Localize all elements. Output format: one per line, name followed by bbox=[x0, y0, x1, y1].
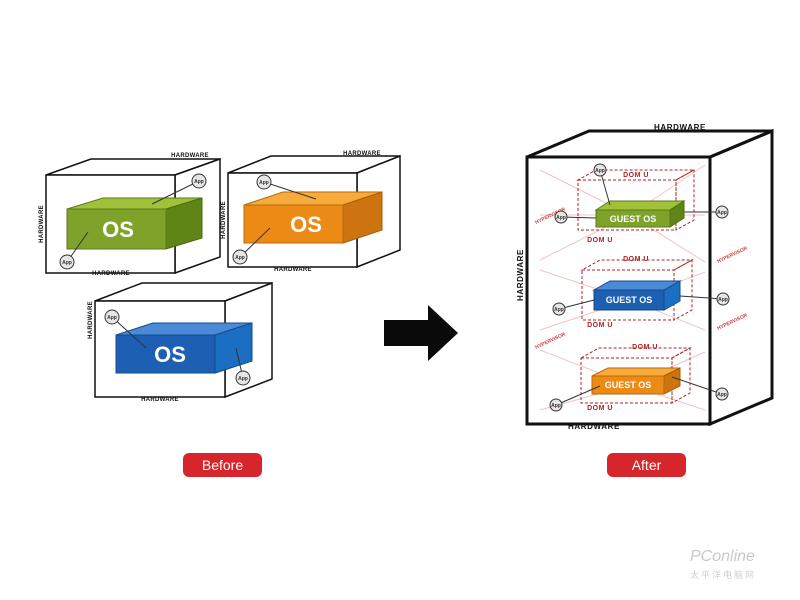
hardware-label-bottom: HARDWARE bbox=[92, 271, 130, 277]
app-icon bbox=[235, 370, 251, 386]
app-label: App bbox=[551, 403, 561, 409]
app-icon bbox=[716, 292, 730, 306]
app-icon bbox=[104, 309, 120, 325]
dom-u-label: DOM U bbox=[623, 256, 649, 263]
guest-os-label: GUEST OS bbox=[610, 214, 657, 224]
app-icon bbox=[715, 387, 729, 401]
dom-u-label: DOM U bbox=[587, 322, 613, 329]
hardware-label-top: HARDWARE bbox=[171, 153, 209, 159]
before-hardware-box-orange: OS App App HARDWARE HARDWARE HARDWARE bbox=[221, 151, 401, 273]
hardware-label-top: HARDWARE bbox=[654, 123, 706, 132]
arrow-right-icon bbox=[384, 305, 458, 361]
app-label: App bbox=[718, 297, 728, 303]
app-label: App bbox=[717, 210, 727, 216]
watermark-brand: PConline bbox=[690, 548, 755, 565]
hardware-label-bottom: HARDWARE bbox=[568, 422, 620, 431]
dom-u-label: DOM U bbox=[623, 172, 649, 179]
app-icon bbox=[256, 174, 272, 190]
app-label: App bbox=[556, 215, 566, 221]
app-icon bbox=[232, 249, 248, 265]
app-label: App bbox=[595, 168, 605, 174]
hardware-label-side: HARDWARE bbox=[39, 205, 45, 243]
dom-u-label: DOM U bbox=[587, 237, 613, 244]
dom-u-label: DOM U bbox=[632, 344, 658, 351]
app-label: App bbox=[235, 255, 245, 261]
app-label: App bbox=[238, 376, 248, 382]
app-icon bbox=[59, 254, 75, 270]
app-label: App bbox=[62, 260, 72, 266]
os-label-blue: OS bbox=[154, 342, 186, 367]
dom-u-orange: GUEST OS DOM U DOM U App App bbox=[549, 344, 729, 412]
guest-os-label: GUEST OS bbox=[605, 380, 652, 390]
after-button[interactable]: After bbox=[607, 453, 686, 477]
after-hardware-box: HARDWARE HARDWARE HARDWARE HYPERVISOR HY… bbox=[516, 123, 774, 431]
os-label-orange: OS bbox=[290, 212, 322, 237]
before-button[interactable]: Before bbox=[183, 453, 262, 477]
app-label: App bbox=[259, 180, 269, 186]
app-icon bbox=[715, 205, 729, 219]
before-hardware-box-green: OS App App HARDWARE HARDWARE HARDWARE bbox=[39, 153, 221, 277]
before-hardware-box-blue: OS App App HARDWARE HARDWARE bbox=[88, 281, 273, 403]
app-label: App bbox=[194, 179, 204, 185]
watermark-subtitle: 太平洋电脑网 bbox=[690, 570, 757, 580]
hardware-label-side: HARDWARE bbox=[88, 301, 94, 339]
app-icon bbox=[191, 173, 207, 189]
dom-u-green: GUEST OS DOM U DOM U App App App bbox=[554, 163, 729, 244]
os-label-green: OS bbox=[102, 217, 134, 242]
app-icon bbox=[552, 302, 566, 316]
app-icon bbox=[549, 398, 563, 412]
hardware-label-bottom: HARDWARE bbox=[141, 397, 179, 403]
dom-u-label: DOM U bbox=[587, 405, 613, 412]
hardware-label-top: HARDWARE bbox=[343, 151, 381, 157]
app-icon bbox=[554, 210, 568, 224]
hypervisor-label: HYPERVISOR bbox=[716, 245, 749, 264]
hardware-label-side: HARDWARE bbox=[221, 201, 227, 239]
hypervisor-label: HYPERVISOR bbox=[716, 312, 749, 331]
dom-u-blue: GUEST OS DOM U DOM U App App bbox=[552, 256, 730, 329]
hardware-label-side: HARDWARE bbox=[516, 249, 525, 301]
app-label: App bbox=[554, 307, 564, 313]
app-icon bbox=[593, 163, 607, 177]
app-label: App bbox=[107, 315, 117, 321]
hypervisor-label: HYPERVISOR bbox=[534, 331, 567, 350]
app-label: App bbox=[717, 392, 727, 398]
hardware-label-bottom: HARDWARE bbox=[274, 267, 312, 273]
guest-os-label: GUEST OS bbox=[606, 295, 653, 305]
